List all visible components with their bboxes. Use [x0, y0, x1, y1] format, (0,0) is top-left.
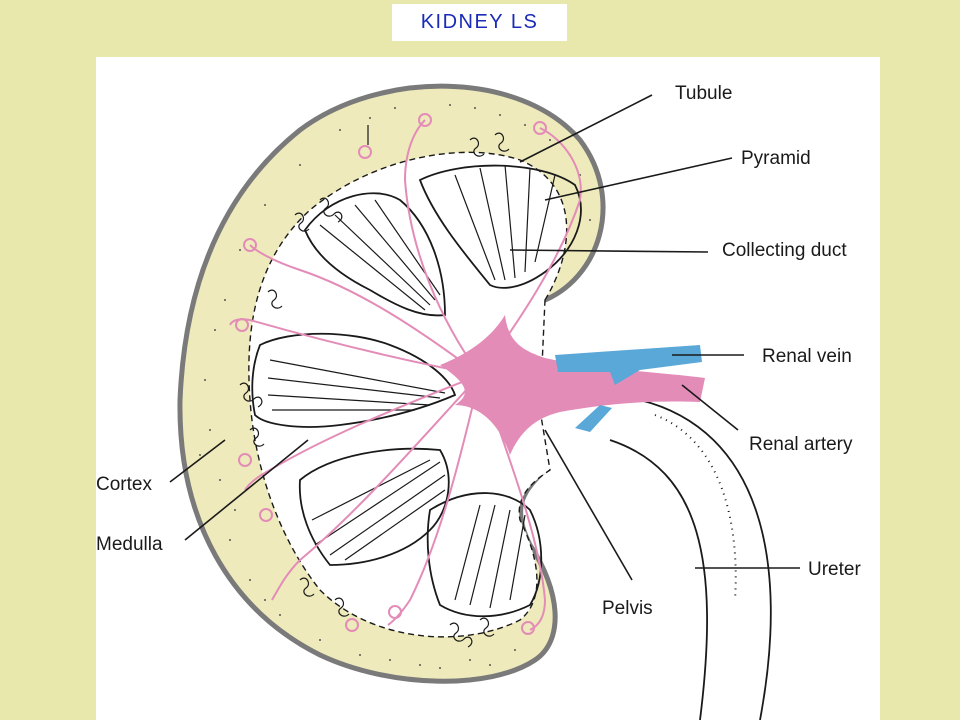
- blood-vessels: [229, 113, 582, 635]
- label-cortex: Cortex: [96, 474, 152, 495]
- ureter: [609, 399, 772, 720]
- diagram-title: KIDNEY LS: [420, 11, 539, 33]
- pyramids: [251, 164, 582, 618]
- label-pelvis: Pelvis: [602, 598, 653, 619]
- cortex-stipple: [199, 104, 591, 669]
- label-renal-vein: Renal vein: [762, 346, 852, 367]
- diagram-panel: Tubule Pyramid Collecting duct Renal vei…: [96, 57, 880, 720]
- label-renal-artery: Renal artery: [749, 434, 853, 455]
- label-medulla: Medulla: [96, 534, 163, 555]
- label-collecting-duct: Collecting duct: [722, 240, 847, 261]
- label-pyramid: Pyramid: [741, 148, 811, 169]
- renal-vein: [555, 345, 702, 432]
- kidney-diagram: Tubule Pyramid Collecting duct Renal vei…: [96, 83, 861, 720]
- title-box: KIDNEY LS: [392, 4, 567, 41]
- renal-pelvis: [440, 315, 705, 455]
- label-ureter: Ureter: [808, 559, 861, 580]
- leader-lines: [169, 94, 800, 581]
- tubule-squiggles: [239, 125, 510, 648]
- label-tubule: Tubule: [675, 83, 732, 104]
